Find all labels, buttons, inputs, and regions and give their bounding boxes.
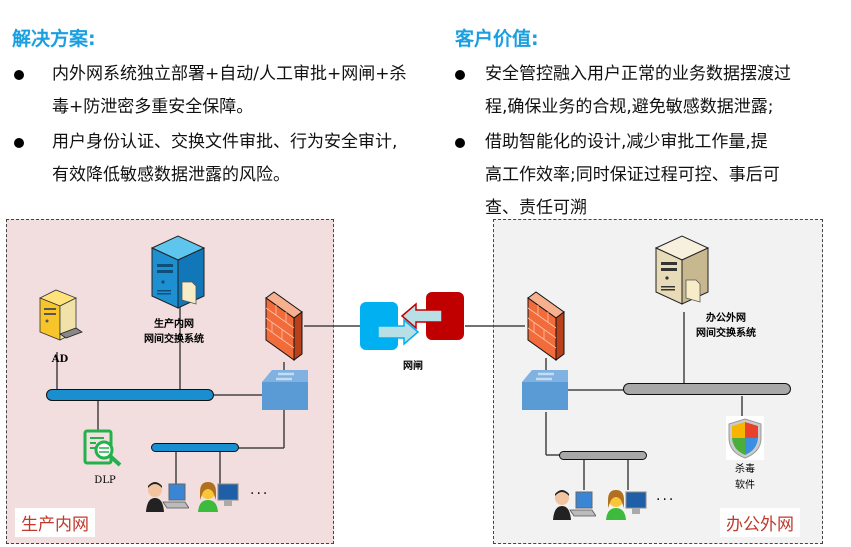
outer-firewall-icon [527, 291, 565, 361]
solution-bullet-1: 内外网系统独立部署+自动/人工审批+网闸+杀毒+防泄密多重安全保障。 [14, 58, 444, 124]
outer-more-clients: ... [656, 488, 676, 504]
bullet-line: 用户身份认证、交换文件审批、行为安全审计, [52, 132, 398, 152]
outer-server-label-1: 办公外网 [706, 313, 746, 324]
ad-label: AD [51, 354, 69, 365]
bullet-line: 借助智能化的设计,减少审批工作量,提 [485, 132, 768, 152]
outer-server-label-2: 网间交换系统 [696, 328, 756, 339]
antivirus-label-2: 软件 [735, 480, 755, 491]
bullet-line: 安全管控融入用户正常的业务数据摆渡过 [485, 64, 791, 84]
outer-zone-label: 办公外网 [720, 508, 800, 537]
inner-server-label-2: 网间交换系统 [144, 334, 204, 345]
outer-client-bus [559, 451, 647, 460]
user-laptop-icon [146, 482, 189, 512]
outer-switch-icon [522, 370, 568, 410]
user-laptop-icon [553, 490, 596, 520]
inner-switch-icon [262, 370, 308, 410]
inner-main-bus [46, 389, 214, 401]
inner-server-label-1: 生产内网 [154, 319, 194, 330]
bullet-line: 程,确保业务的合规,避免敏感数据泄露; [485, 97, 774, 117]
bullet-icon [455, 138, 465, 148]
value-heading: 客户价值: [455, 28, 539, 50]
inner-client-bus [151, 443, 239, 452]
outer-main-bus [623, 383, 791, 395]
bullet-line: 内外网系统独立部署+自动/人工审批+网闸+杀 [52, 64, 407, 84]
value-bullet-1: 安全管控融入用户正常的业务数据摆渡过程,确保业务的合规,避免敏感数据泄露; [455, 58, 845, 124]
bullet-icon [14, 70, 24, 80]
bullet-line: 有效降低敏感数据泄露的风险。 [52, 165, 290, 185]
user-desktop-icon [606, 490, 647, 520]
inner-zone-label: 生产内网 [15, 508, 95, 537]
antivirus-label-1: 杀毒 [735, 464, 755, 475]
bullet-icon [455, 70, 465, 80]
inner-more-clients: ... [250, 482, 270, 498]
inner-exchange-server-icon [150, 235, 206, 309]
dlp-label: DLP [94, 475, 116, 486]
solution-bullet-2: 用户身份认证、交换文件审批、行为安全审计, 有效降低敏感数据泄露的风险。 [14, 126, 444, 192]
bullet-icon [14, 138, 24, 148]
antivirus-shield-icon [726, 416, 764, 460]
user-desktop-icon [198, 482, 239, 512]
gateway-icon [360, 292, 464, 350]
gateway-label: 网闸 [403, 361, 423, 372]
ad-server-icon [39, 289, 83, 341]
inner-firewall-icon [265, 291, 303, 361]
outer-exchange-server-icon [654, 235, 710, 305]
bullet-line: 毒+防泄密多重安全保障。 [52, 97, 254, 117]
dlp-icon [83, 429, 122, 467]
bullet-line: 高工作效率;同时保证过程可控、事后可 [485, 165, 780, 185]
solution-heading: 解决方案: [12, 28, 96, 50]
value-bullet-2: 借助智能化的设计,减少审批工作量,提高工作效率;同时保证过程可控、事后可查、责任… [455, 126, 845, 225]
bullet-line: 查、责任可溯 [485, 198, 587, 218]
